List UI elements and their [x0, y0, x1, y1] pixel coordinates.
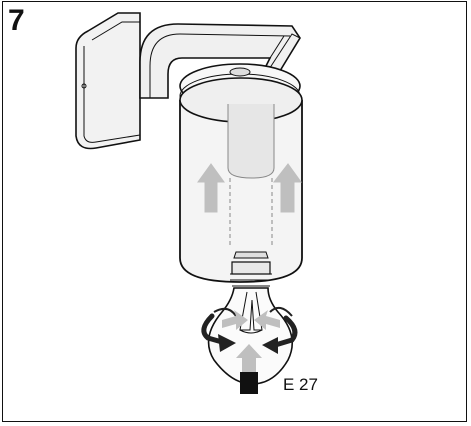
wall-plate — [75, 12, 141, 150]
insert-bulb-arrow — [236, 344, 262, 394]
socket-base — [240, 372, 258, 394]
grip-arrows — [222, 310, 280, 330]
step-number: 7 — [8, 4, 25, 37]
glass-shade — [179, 77, 303, 283]
arrow-up-icon — [197, 163, 225, 213]
arrow-up-icon — [236, 344, 262, 372]
figure-frame — [2, 1, 467, 422]
screw-hole-icon — [81, 83, 87, 89]
arrow-up-icon — [272, 163, 302, 213]
rotate-icon — [201, 306, 298, 354]
socket-type-label: E 27 — [283, 375, 318, 394]
lift-shade-arrows — [197, 163, 302, 213]
